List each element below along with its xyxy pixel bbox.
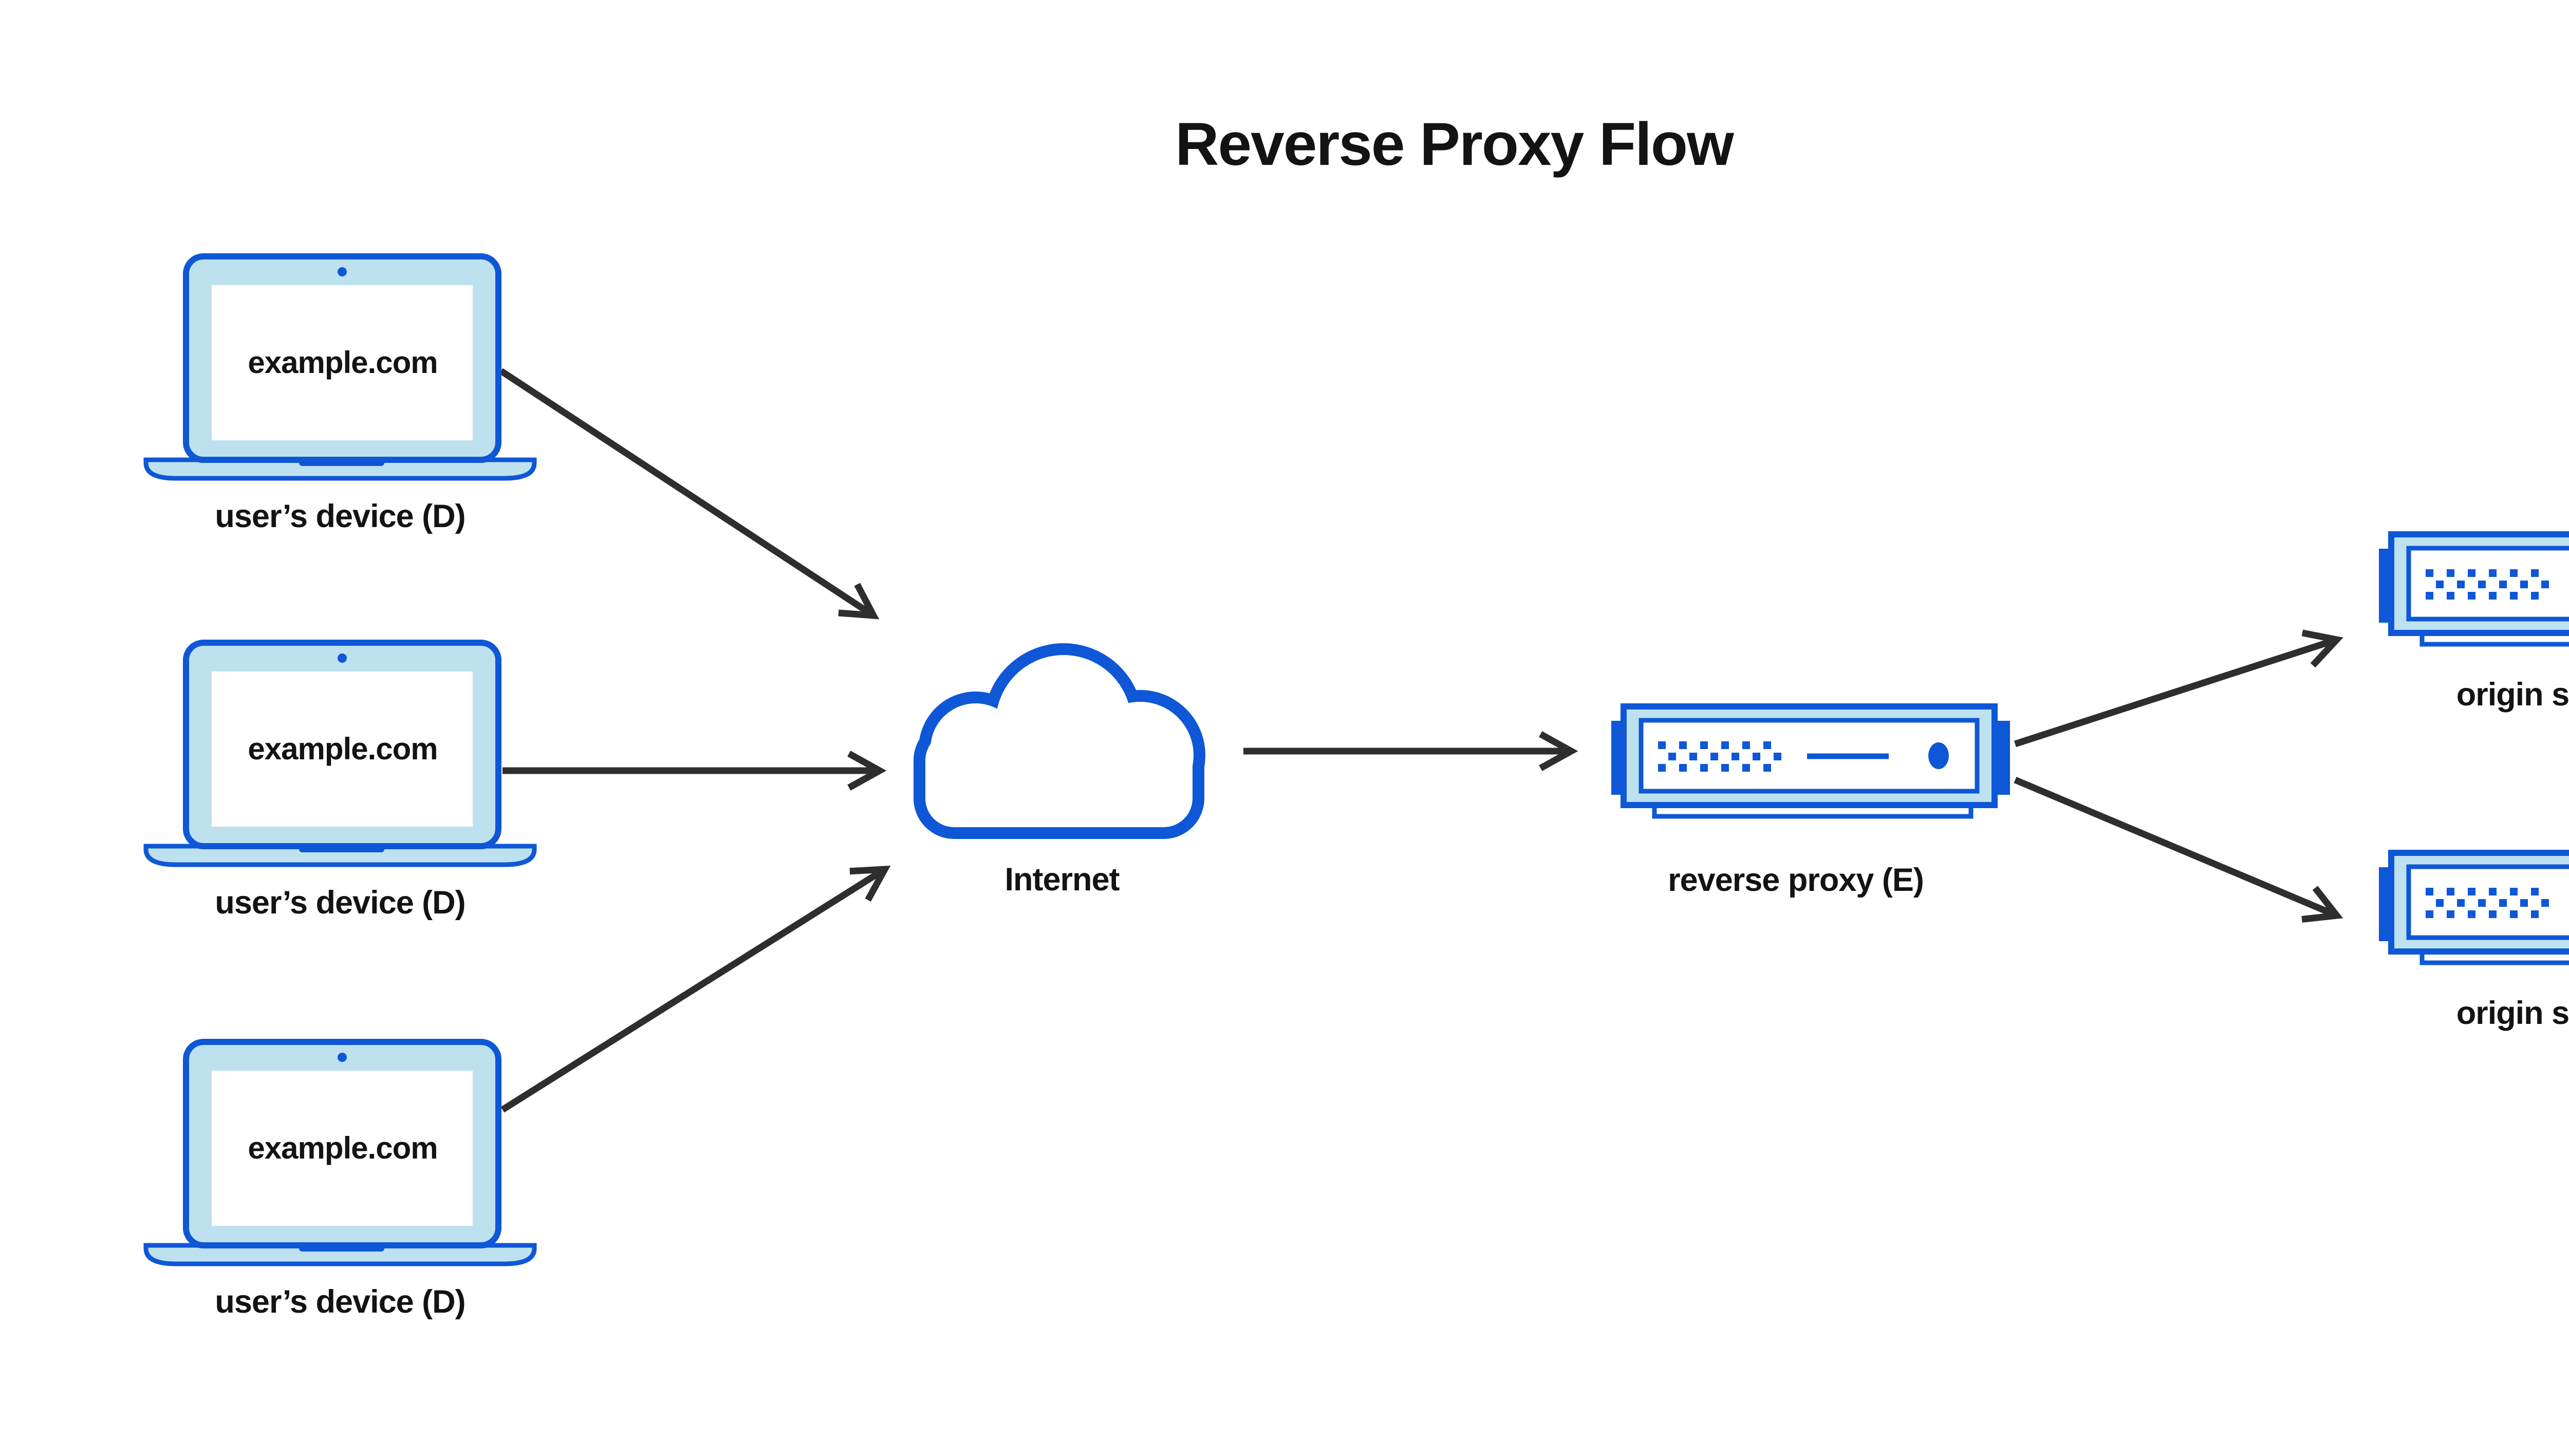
origin-server1-label: origin server (F): [2456, 677, 2569, 713]
device1-label: user’s device (D): [215, 498, 466, 534]
arrow-proxy-to-origin1: [2014, 629, 2343, 748]
device2-label: user’s device (D): [215, 885, 466, 921]
device1-screen-url: example.com: [248, 345, 438, 380]
origin-server2-label: origin server (F): [2456, 995, 2569, 1031]
device2-screen-url: example.com: [248, 732, 438, 766]
arrow-device1-to-internet: [499, 368, 880, 620]
internet-label: Internet: [1004, 862, 1120, 898]
page-title: Reverse Proxy Flow: [1175, 110, 1734, 178]
flow-arrows: [499, 368, 2343, 1113]
server-icon-reverse-proxy: [1611, 706, 2010, 816]
arrow-device3-to-internet: [500, 865, 891, 1113]
reverse-proxy-label: reverse proxy (E): [1668, 862, 1924, 898]
server-icon-origin2: [2379, 853, 2569, 963]
device3-label: user’s device (D): [215, 1284, 466, 1320]
cloud-icon-internet: [925, 655, 1194, 827]
server-icon-origin1: [2379, 534, 2569, 644]
device3-screen-url: example.com: [248, 1131, 438, 1165]
arrow-proxy-to-origin2: [2014, 777, 2343, 923]
